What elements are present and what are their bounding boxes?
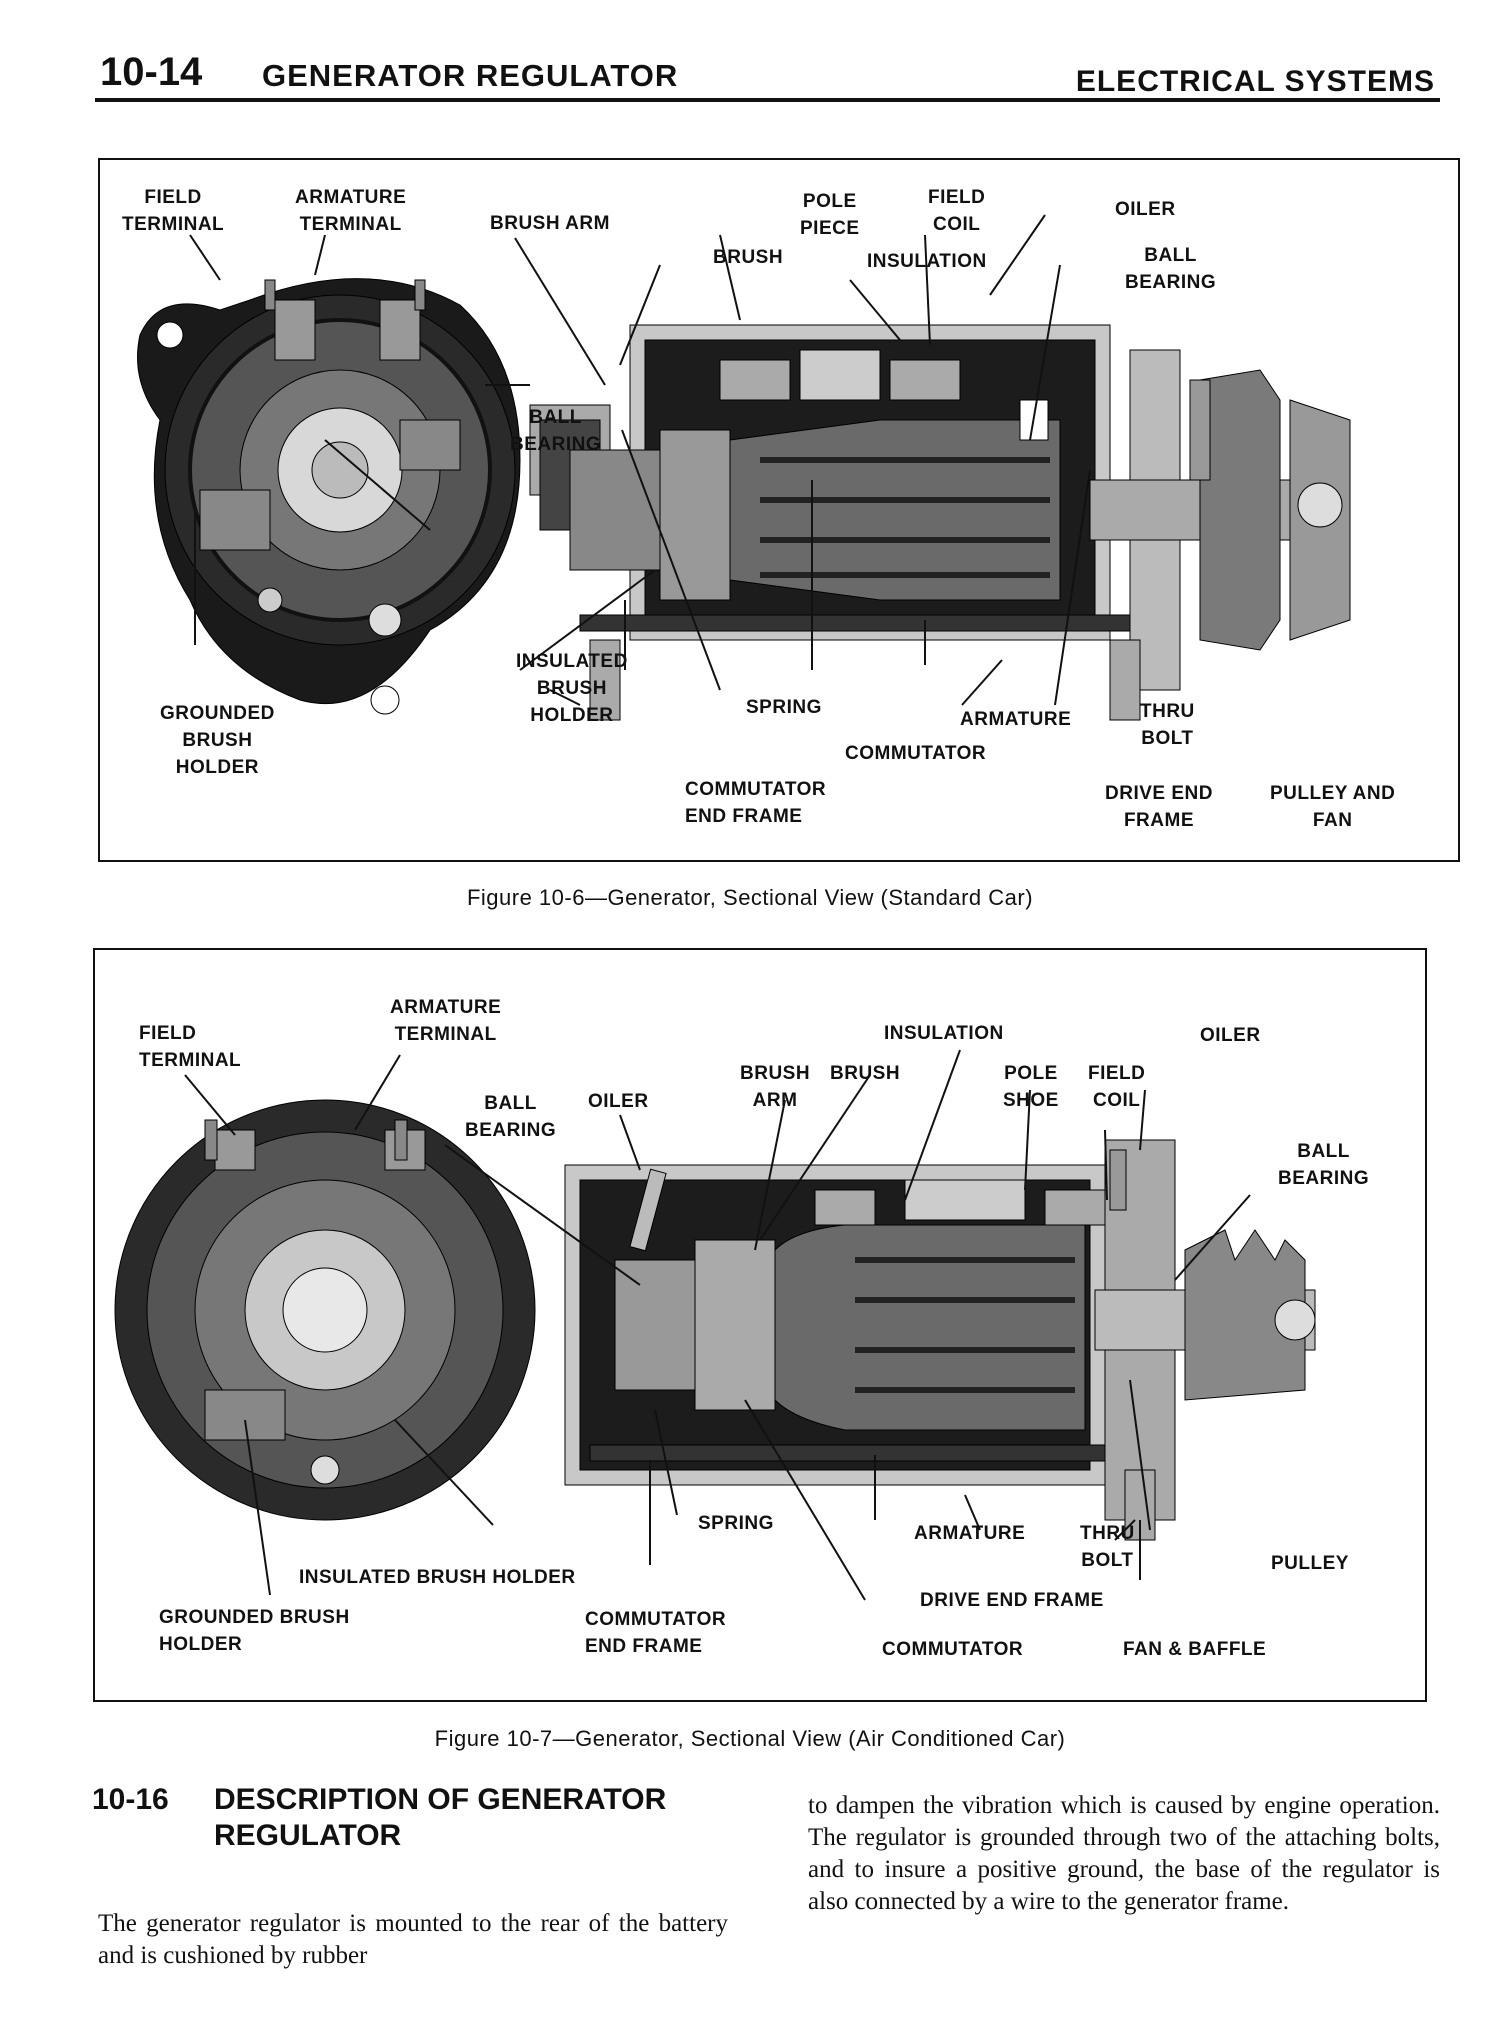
section-number: 10-16: [92, 1783, 169, 1816]
fig1-label-ball-bearing-right: BALL BEARING: [1125, 245, 1217, 293]
fig2-label-ball-bearing-right: BALL BEARING: [1278, 1141, 1370, 1189]
fig2-label-armature: ARMATURE: [914, 1523, 1026, 1544]
fig2-label-drive-end-frame: DRIVE END FRAME: [920, 1590, 1104, 1611]
fig2-label-field-coil: FIELD COIL: [1088, 1063, 1146, 1111]
generator-end-view: [137, 278, 521, 715]
fig1-label-brush: BRUSH: [713, 247, 784, 268]
fig2-label-pole-shoe: POLE SHOE: [1003, 1063, 1059, 1111]
generator-sectional-view-ac: [564, 1139, 1316, 1541]
leader-lines-fig1: [189, 214, 1091, 706]
fig1-label-pulley-and-fan: PULLEY AND FAN: [1270, 783, 1396, 831]
figure-10-6: FIELD TERMINAL ARMATURE TERMINAL BRUSH A…: [98, 158, 1460, 862]
fig1-label-pole-piece: POLE PIECE: [800, 191, 860, 239]
fig1-label-armature-terminal: ARMATURE TERMINAL: [295, 187, 407, 235]
page-title: GENERATOR REGULATOR: [262, 58, 679, 93]
section-heading: 10-16 DESCRIPTION OF GENERATOR REGULATOR: [92, 1782, 666, 1854]
paragraph-left: The generator regulator is mounted to th…: [98, 1910, 728, 1969]
fig2-label-fan-and-baffle: FAN & BAFFLE: [1123, 1639, 1267, 1660]
fig2-label-oiler-left: OILER: [588, 1091, 649, 1112]
figure-10-7-caption: Figure 10-7—Generator, Sectional View (A…: [434, 1726, 1066, 1751]
fig2-label-spring: SPRING: [698, 1513, 774, 1534]
section-name: ELECTRICAL SYSTEMS: [1075, 65, 1435, 98]
fig1-label-field-coil: FIELD COIL: [928, 187, 986, 235]
fig1-label-ball-bearing-left: BALL BEARING: [510, 407, 602, 455]
fig2-label-armature-terminal: ARMATURE TERMINAL: [390, 997, 502, 1045]
fig1-label-field-terminal: FIELD TERMINAL: [122, 187, 225, 235]
section-title-line1: DESCRIPTION OF GENERATOR: [214, 1783, 667, 1816]
figure-10-6-illustration: [137, 214, 1351, 721]
fig2-label-ball-bearing-left: BALL BEARING: [465, 1093, 557, 1141]
leader-lines-fig2: [184, 1049, 1251, 1601]
fig1-label-drive-end-frame: DRIVE END FRAME: [1105, 783, 1213, 831]
fig2-label-thru-bolt: THRU BOLT: [1080, 1523, 1135, 1571]
fig1-label-grounded-brush-holder: GROUNDED BRUSH HOLDER: [160, 703, 275, 778]
header-rule: [95, 98, 1440, 102]
figure-10-6-caption: Figure 10-6—Generator, Sectional View (S…: [466, 885, 1034, 910]
fig1-label-oiler: OILER: [1115, 199, 1176, 220]
fig2-label-brush: BRUSH: [830, 1063, 901, 1084]
generator-sectional-view: [529, 324, 1351, 721]
fig1-label-insulated-brush-holder: INSULATED BRUSH HOLDER: [516, 651, 628, 726]
page-number: 10-14: [100, 50, 203, 94]
fig1-label-thru-bolt: THRU BOLT: [1140, 701, 1195, 749]
fig2-label-grounded-brush-holder: GROUNDED BRUSH HOLDER: [159, 1607, 350, 1655]
fig1-label-brush-arm: BRUSH ARM: [490, 213, 610, 234]
section-title-line2: REGULATOR: [214, 1819, 402, 1852]
generator-end-view-ac: [114, 1099, 536, 1521]
fig2-label-pulley: PULLEY: [1271, 1553, 1349, 1574]
paragraph-right: to dampen the vibration which is caused …: [808, 1792, 1440, 1915]
fig2-label-oiler-right: OILER: [1200, 1025, 1261, 1046]
fig2-label-commutator-end-frame: COMMUTATOR END FRAME: [585, 1609, 727, 1657]
fig1-label-insulation: INSULATION: [867, 251, 987, 272]
fig1-label-commutator: COMMUTATOR: [845, 743, 987, 764]
fig2-label-commutator: COMMUTATOR: [882, 1639, 1024, 1660]
fig1-label-commutator-end-frame: COMMUTATOR END FRAME: [685, 779, 827, 827]
fig2-label-field-terminal: FIELD TERMINAL: [139, 1023, 242, 1071]
fig1-label-spring: SPRING: [746, 697, 822, 718]
fig2-label-insulation: INSULATION: [884, 1023, 1004, 1044]
figure-10-7: ARMATURE TERMINAL FIELD TERMINAL INSULAT…: [93, 948, 1427, 1702]
fig1-label-armature: ARMATURE: [960, 709, 1072, 730]
figure-10-7-illustration: [114, 1049, 1316, 1601]
fig2-label-brush-arm: BRUSH ARM: [740, 1063, 811, 1111]
fig2-label-insulated-brush-holder: INSULATED BRUSH HOLDER: [299, 1567, 576, 1588]
